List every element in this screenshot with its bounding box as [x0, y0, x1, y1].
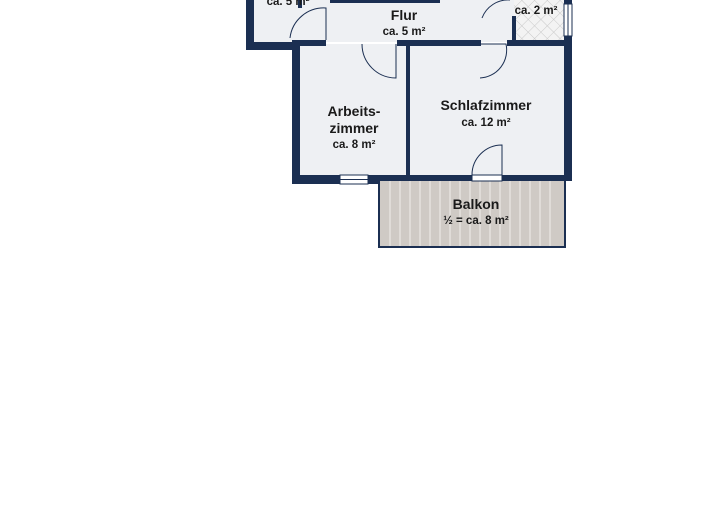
wall-flur-top [330, 0, 440, 3]
walls [246, 0, 572, 184]
balkon-area-label: ½ = ca. 8 m² [443, 215, 509, 227]
wall-interior-middle [406, 44, 410, 178]
wall-top-left-outer [246, 0, 254, 50]
wall-schlafzimmer-bottom-a [380, 175, 472, 181]
door-swing-bad [481, 0, 510, 19]
arbeitszimmer-area: ca. 8 m² [333, 139, 376, 151]
room-labels: ca. 5 m² Flur ca. 5 m² ca. 2 m² Arbeits-… [267, 0, 558, 227]
wall-bad-left [512, 16, 516, 44]
bad-area: ca. 2 m² [515, 5, 558, 17]
balkon-area [378, 179, 566, 248]
wall-flur-bottom-b [397, 40, 481, 46]
door-swing-top-left [289, 7, 327, 40]
wall-flur-bottom-a [292, 40, 326, 46]
wall-schlafzimmer-bottom-b [502, 175, 572, 181]
wall-flur-bottom-c [507, 40, 567, 46]
bad-floor [514, 0, 564, 40]
wall-arbeitszimmer-left [292, 44, 300, 184]
wall-right-outer [564, 0, 572, 181]
door-swings [289, 0, 510, 176]
balcony-door-opening [471, 174, 503, 182]
wall-top-left-flur [298, 0, 302, 8]
balkon-floor [380, 181, 564, 246]
door-swing-schlafzimmer [479, 43, 508, 79]
windows [339, 3, 573, 185]
wall-arbeitszimmer-bottom-b [368, 175, 380, 184]
top-left-room-area: ca. 5 m² [267, 0, 310, 8]
arbeitszimmer-label-line1: Arbeits- [328, 103, 381, 119]
flur-label: Flur [391, 7, 418, 23]
wall-arbeitszimmer-bottom-a [292, 175, 340, 184]
floor-areas [254, 0, 564, 175]
schlafzimmer-area: ca. 12 m² [461, 117, 510, 129]
door-swing-arbeitszimmer [361, 43, 397, 79]
schlafzimmer-label: Schlafzimmer [440, 97, 532, 113]
schlafzimmer-floor [410, 44, 564, 175]
flur-area: ca. 5 m² [383, 26, 426, 38]
balkon-boards [389, 181, 551, 246]
balkon-label: Balkon [453, 196, 500, 212]
door-swing-balkon [471, 144, 503, 176]
wall-top-left-bottom [246, 42, 292, 50]
arbeitszimmer-floor [300, 44, 406, 175]
flur-floor [298, 0, 514, 42]
arbeitszimmer-label-line2: zimmer [329, 120, 379, 136]
